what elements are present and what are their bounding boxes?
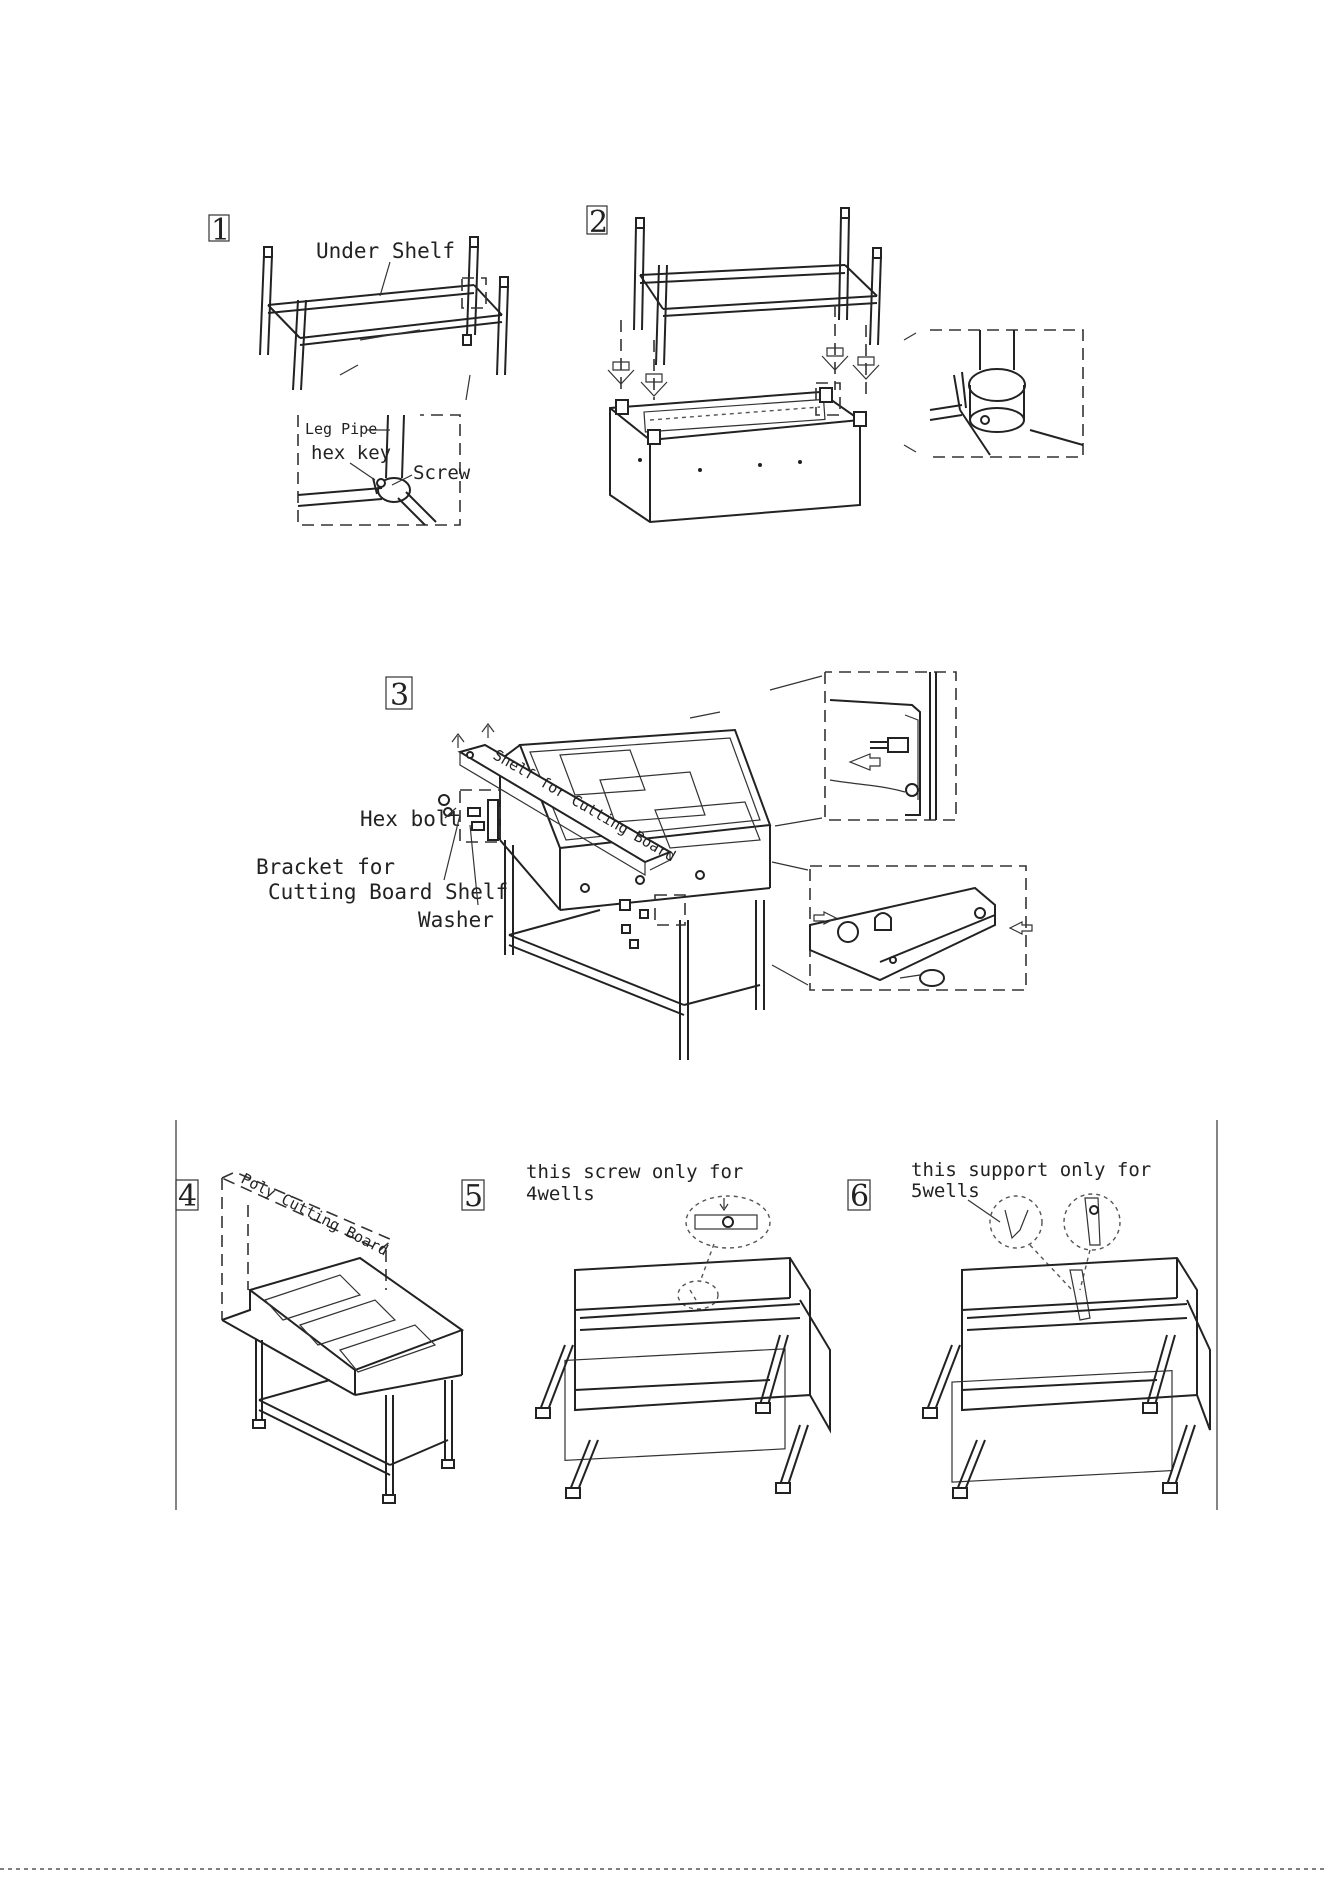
step-5-inverted-warmer [536, 1258, 830, 1498]
hex-bolt-label: Hex bolt [360, 807, 461, 831]
step-5-note-line1: this screw only for [526, 1161, 743, 1183]
step-4-number: 4 [178, 1179, 197, 1214]
step-3-detail-inset-bottom [772, 862, 1032, 990]
step-5-screw-callout [678, 1196, 770, 1309]
step-4-warmer [222, 1258, 462, 1503]
step-6-number: 6 [850, 1179, 869, 1214]
step-2-warmer-body [610, 383, 866, 522]
poly-cutting-board-label: Poly Cutting Board [238, 1170, 391, 1260]
hex-key-leader [350, 463, 375, 480]
step-2-panel: 2 [587, 205, 1083, 522]
step-6-note-line2: 5wells [911, 1180, 980, 1202]
under-shelf-label: Under Shelf [316, 239, 455, 263]
step-2-detail-inset [904, 330, 1083, 457]
screw-label: Screw [413, 462, 471, 484]
step-3-panel: 3 [256, 672, 1032, 1060]
shelf-cutting-board-label: Shelf for Cutting Board [490, 746, 679, 865]
step-3-number: 3 [390, 678, 409, 713]
step-6-note-leader [968, 1200, 1000, 1222]
under-shelf-leader [380, 262, 390, 296]
step-1-number: 1 [211, 213, 230, 248]
step-6-note-line1: this support only for [911, 1159, 1151, 1181]
step-6-inverted-warmer [923, 1258, 1210, 1498]
step-6-panel: 6 this support only for 5wells [848, 1159, 1210, 1498]
leg-pipe-label: Leg Pipe [305, 420, 377, 438]
hex-key-label: hex key [311, 442, 391, 464]
step-2-leg-frame [634, 208, 881, 365]
step-2-number: 2 [589, 205, 608, 240]
bracket-label-line2: Cutting Board Shelf [268, 880, 508, 904]
step-6-support-callouts [990, 1194, 1120, 1320]
washer-label: Washer [418, 908, 494, 932]
step-1-panel: 1 Under Shelf [209, 213, 508, 525]
step-5-number: 5 [464, 1179, 483, 1214]
bracket-label-line1: Bracket for [256, 855, 395, 879]
step-4-panel: 4 Poly Cutting Board [176, 1170, 462, 1503]
step-5-panel: 5 this screw only for 4wells [462, 1161, 830, 1498]
step-5-note-line2: 4wells [526, 1183, 595, 1205]
